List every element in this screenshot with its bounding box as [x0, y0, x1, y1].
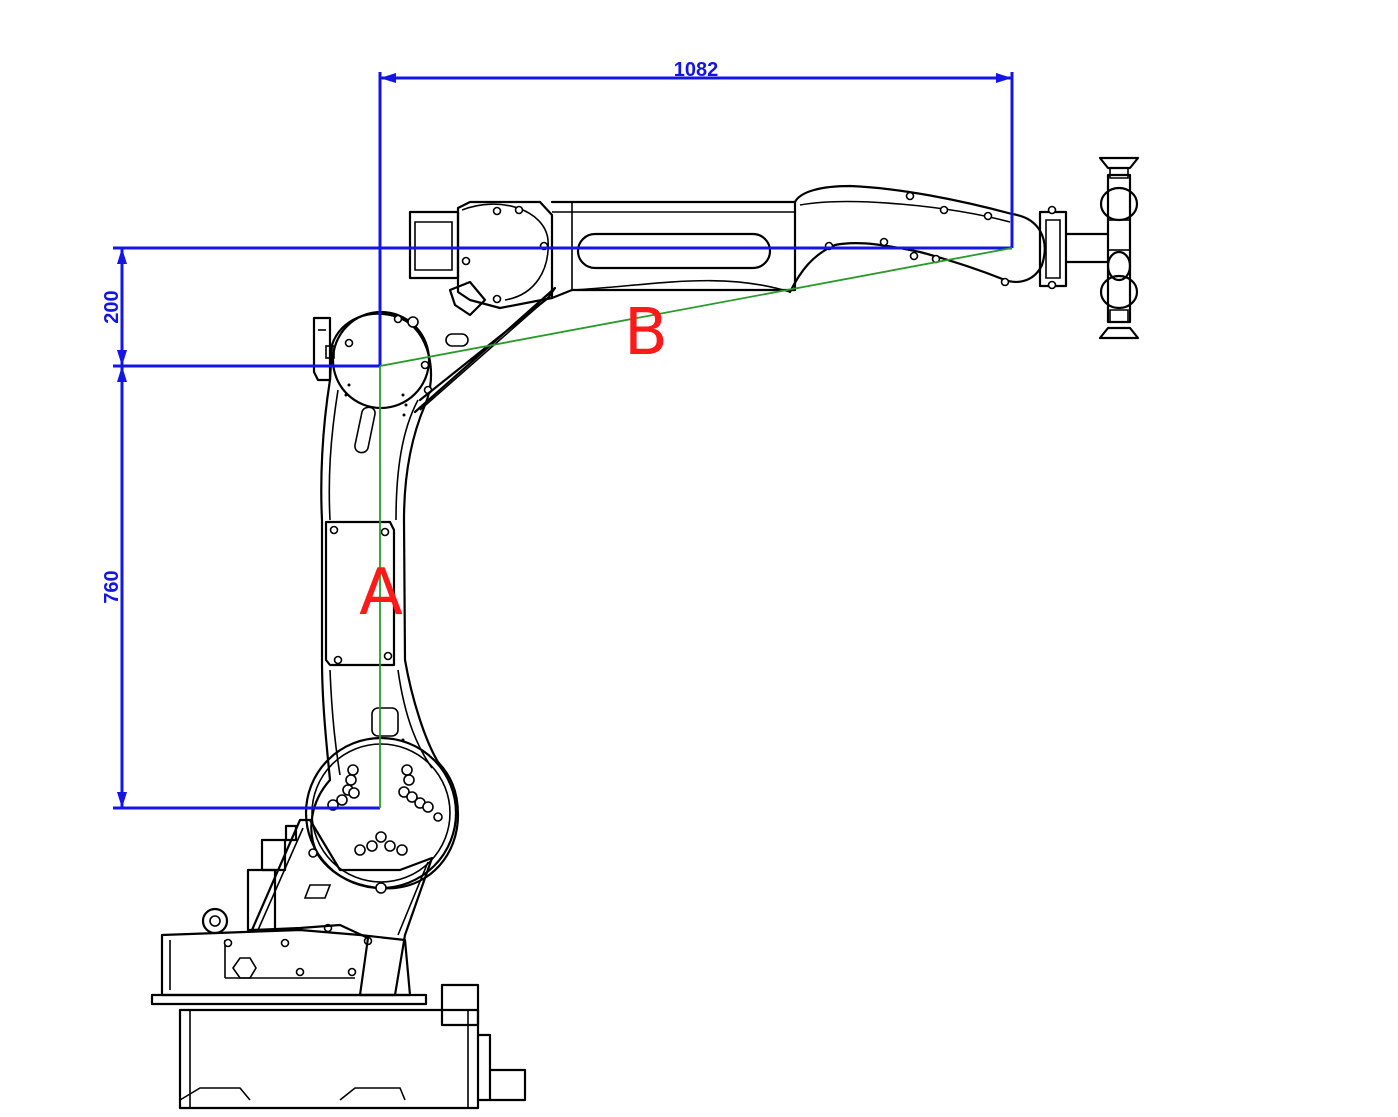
link-b-axis: [379, 247, 1013, 367]
reach-dimension-value: 1082: [674, 59, 719, 81]
height-dimension-value: 760: [101, 570, 123, 603]
arrow-up-icon: [117, 248, 127, 264]
link-a-label: A: [359, 556, 403, 630]
offset-dimension-value: 200: [101, 290, 123, 323]
robot-turntable: [250, 818, 434, 997]
arrow-down-icon: [117, 350, 127, 366]
arrow-left-icon: [380, 73, 396, 83]
arrow-right-icon: [996, 73, 1012, 83]
robot-base: [150, 824, 527, 1110]
robot-lower-arm: [304, 312, 460, 894]
robot-upper-arm: [408, 184, 1046, 317]
link-b-label: B: [624, 296, 668, 370]
arrow-up-icon: [117, 366, 127, 382]
arrow-down-icon: [117, 792, 127, 808]
dimension-lines: 1082 200 760: [101, 59, 1014, 810]
robot-wrist-gripper: [1038, 156, 1140, 340]
kinematic-axis-lines: A B: [359, 247, 1013, 808]
robot-elbow: [312, 286, 557, 414]
